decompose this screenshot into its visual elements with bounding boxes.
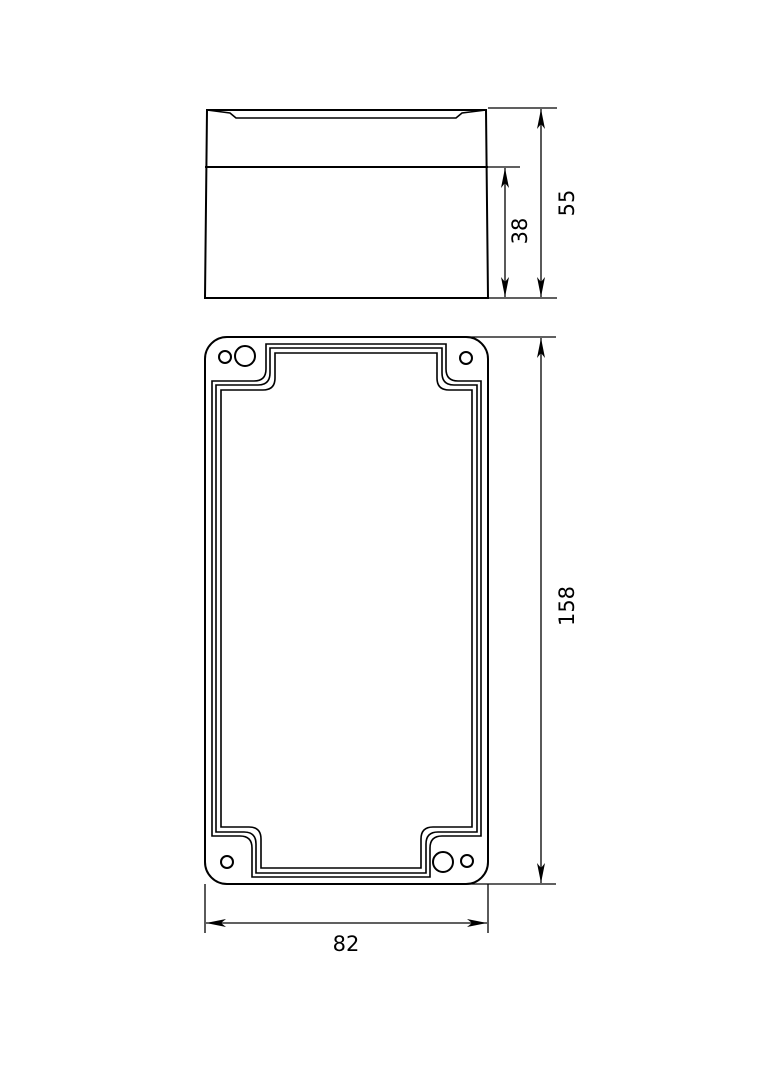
dimension-158 — [466, 336, 556, 885]
screw-hole-large — [432, 851, 454, 873]
dimension-38 — [488, 166, 520, 297]
gasket-line — [211, 343, 482, 878]
gasket-line — [215, 347, 478, 874]
gasket-line — [220, 352, 473, 869]
screw-hole-small — [460, 854, 474, 868]
dimension-158-label: 158 — [555, 586, 579, 626]
side-view-body — [203, 109, 490, 299]
screw-hole-small — [218, 350, 232, 364]
gasket-contour — [211, 343, 482, 878]
screw-hole-small — [220, 855, 234, 869]
screw-hole-small — [459, 351, 473, 365]
dimension-82-label: 82 — [333, 932, 360, 956]
lid-lip — [206, 109, 487, 119]
dimension-38-label: 38 — [508, 218, 532, 245]
dimension-82 — [204, 884, 489, 933]
side-view — [203, 109, 490, 299]
dimension-55-label: 55 — [555, 190, 579, 217]
dimension-55 — [488, 107, 557, 299]
screw-hole-large — [234, 345, 256, 367]
top-view — [204, 336, 489, 885]
enclosure-outline — [204, 336, 489, 885]
